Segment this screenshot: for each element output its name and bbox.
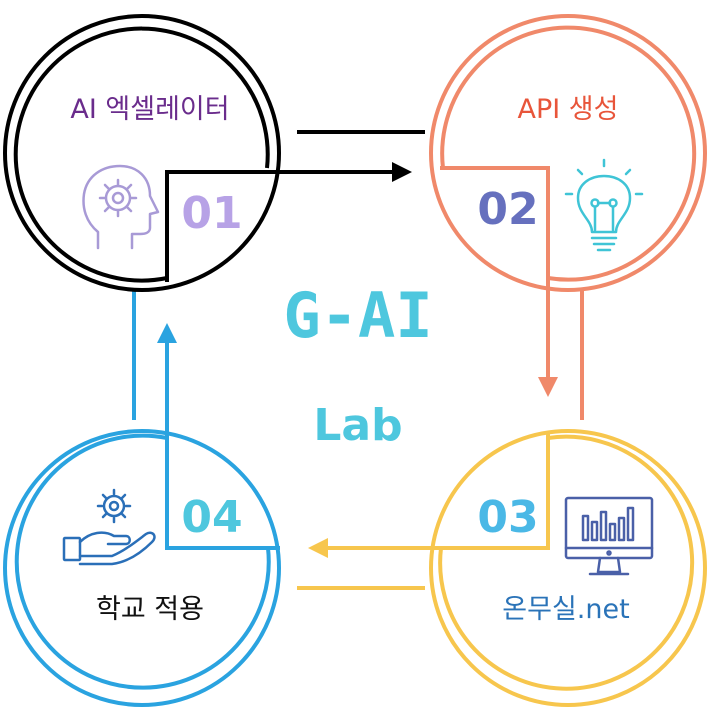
step-2-node: API 생성 02 bbox=[429, 14, 707, 397]
step-3-number: 03 bbox=[477, 492, 538, 543]
connectors bbox=[132, 130, 584, 590]
center-brand: G-AI Lab bbox=[283, 279, 432, 451]
step-1-inner-arc bbox=[13, 26, 270, 283]
step-4-flow-arrow bbox=[157, 323, 280, 550]
head-gear-icon bbox=[82, 164, 160, 250]
step-1-node: AI 엑셀레이터 01 bbox=[3, 14, 412, 292]
step-1-number: 01 bbox=[181, 188, 242, 239]
center-title: G-AI bbox=[283, 279, 432, 352]
hand-gear-icon bbox=[62, 488, 156, 566]
step-4-number: 04 bbox=[181, 492, 242, 543]
step-4-label: 학교 적용 bbox=[96, 594, 204, 625]
step-2-outer-ring bbox=[429, 14, 707, 292]
step-2-flow-arrow bbox=[440, 166, 558, 397]
step-2-number: 02 bbox=[477, 184, 538, 235]
step-3-inner-arc bbox=[438, 434, 695, 691]
center-subtitle: Lab bbox=[313, 400, 402, 451]
step-4-inner-arc bbox=[14, 433, 271, 690]
monitor-chart-icon bbox=[564, 496, 654, 576]
lightbulb-circuit-icon bbox=[564, 158, 644, 252]
step-2-inner-arc bbox=[440, 25, 697, 282]
step-1-outer-ring bbox=[3, 14, 281, 292]
step-1-label: AI 엑셀레이터 bbox=[70, 94, 229, 125]
step-4-outer-ring bbox=[3, 429, 281, 707]
step-3-outer-ring bbox=[429, 429, 707, 707]
step-3-node: 온무실.net 03 bbox=[308, 429, 707, 707]
step-3-flow-arrow bbox=[308, 434, 550, 558]
step-3-label: 온무실.net bbox=[502, 594, 629, 625]
step-4-node: 학교 적용 04 bbox=[3, 323, 281, 707]
step-2-label: API 생성 bbox=[518, 94, 619, 125]
step-1-flow-arrow bbox=[165, 162, 412, 282]
